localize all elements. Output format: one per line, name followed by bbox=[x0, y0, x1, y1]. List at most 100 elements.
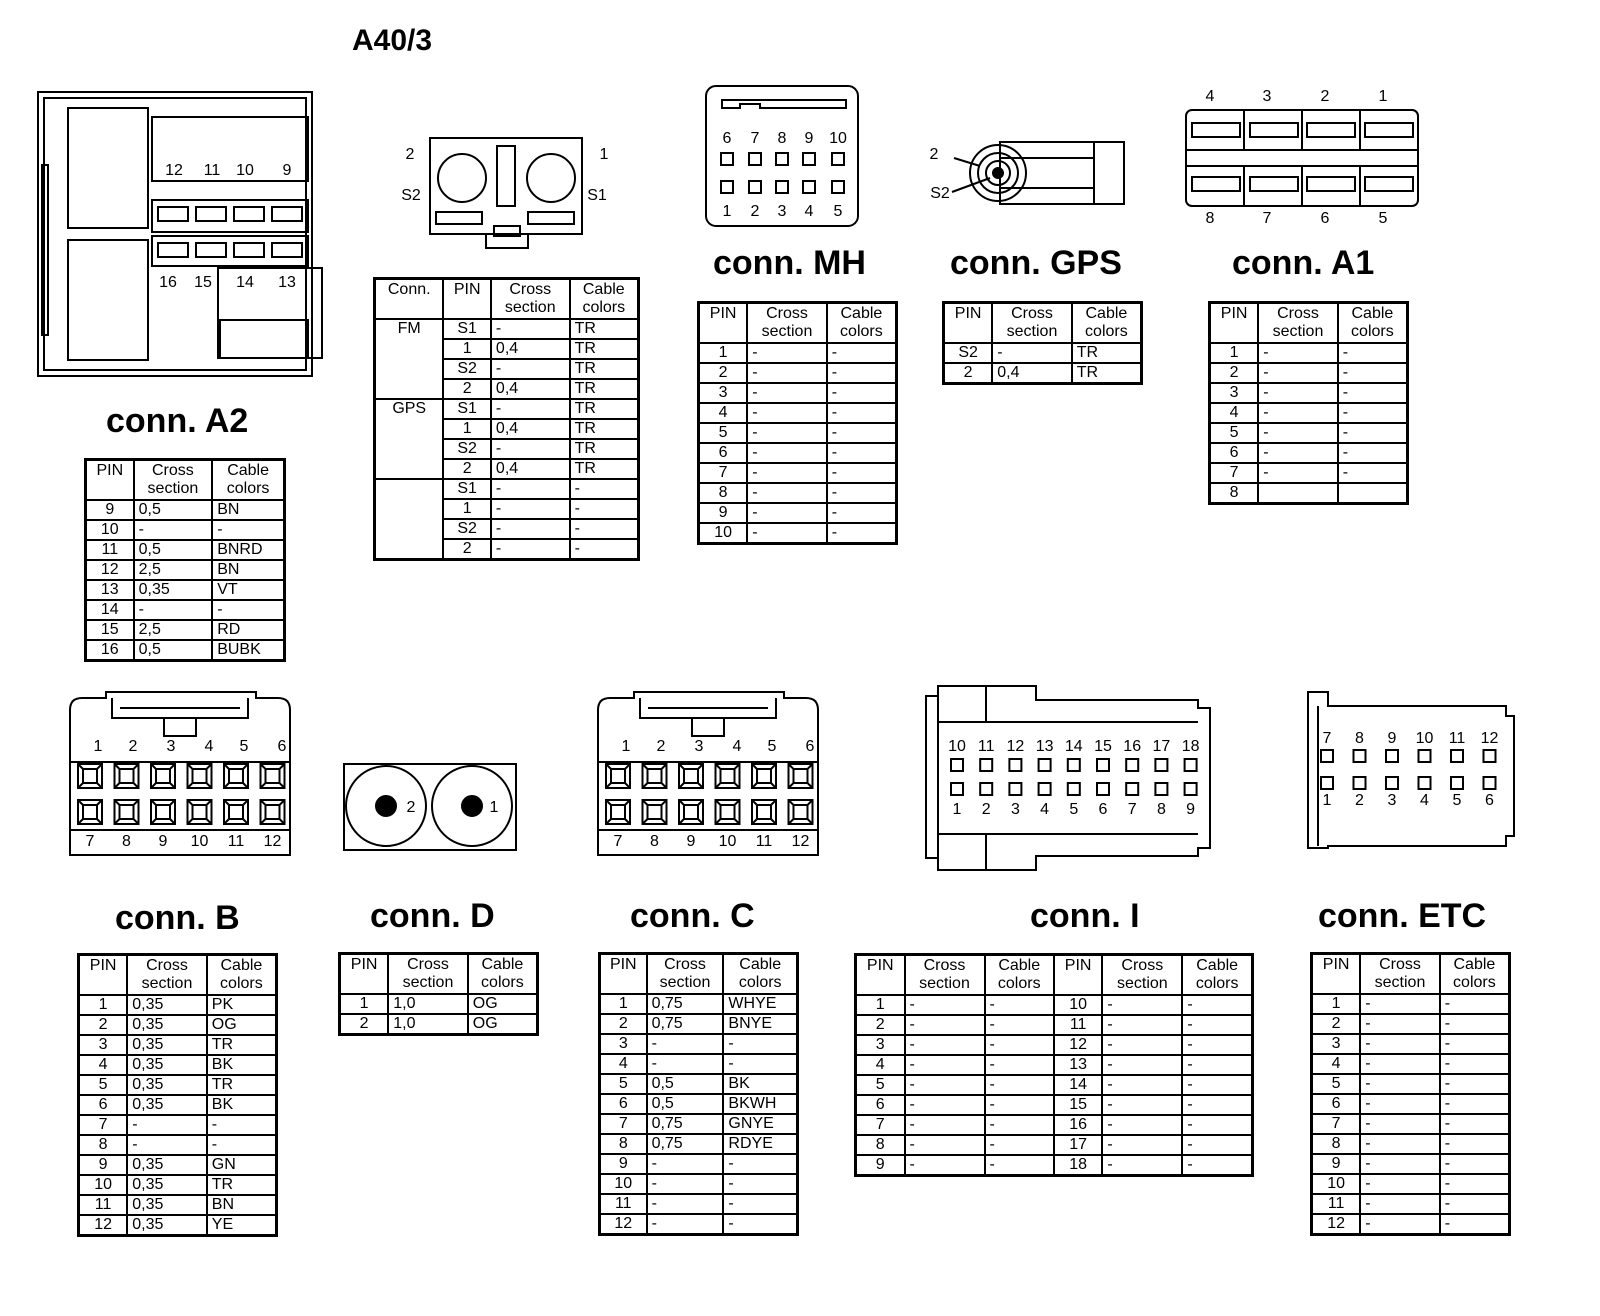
pin-slot bbox=[1482, 749, 1497, 763]
pin-slot bbox=[1037, 782, 1052, 796]
table-row: 7-- bbox=[1310, 1113, 1510, 1134]
pin-cell: 7 bbox=[1310, 1113, 1361, 1134]
cross-section-cell: - bbox=[1359, 1153, 1440, 1174]
pin-cell: 6 bbox=[1208, 442, 1259, 463]
connector-etc-drawing bbox=[1307, 691, 1515, 849]
cable-color-cell: - bbox=[983, 994, 1054, 1015]
cross-section-cell: - bbox=[489, 438, 570, 459]
cross-section-cell: 0,75 bbox=[645, 1113, 724, 1134]
pin-cell: 7 bbox=[598, 1113, 647, 1134]
title-b: conn. B bbox=[115, 899, 240, 937]
pin-slot bbox=[1352, 749, 1367, 763]
pin-number: 11 bbox=[977, 738, 995, 755]
cross-section-cell: - bbox=[1101, 1074, 1183, 1095]
pin-number: 1 bbox=[621, 738, 631, 755]
pin-slot bbox=[714, 763, 741, 789]
pin-slot bbox=[1364, 176, 1414, 192]
pin-number: 11 bbox=[1448, 730, 1466, 747]
pin-cell: 1 bbox=[77, 994, 128, 1015]
table-row: 8-- bbox=[1310, 1133, 1510, 1154]
pin-cell: 3 bbox=[854, 1034, 905, 1055]
pin-slot bbox=[646, 768, 663, 784]
cable-color-cell: - bbox=[1336, 422, 1408, 443]
pin-slot bbox=[77, 763, 103, 789]
pin-cell: 13 bbox=[84, 579, 134, 600]
table-row: 5-- bbox=[1310, 1073, 1510, 1094]
cable-color-cell: TR bbox=[205, 1034, 277, 1055]
pin-number: 9 bbox=[804, 130, 814, 147]
table-row: 7-- bbox=[697, 462, 897, 483]
pin-slot bbox=[683, 804, 699, 820]
table-row: 2-- bbox=[697, 362, 897, 383]
cross-section-cell: - bbox=[746, 482, 827, 503]
pin-slot bbox=[610, 768, 626, 784]
header-pin: PIN bbox=[854, 953, 906, 996]
pin-slot bbox=[223, 763, 249, 789]
table-row: 1-- bbox=[1310, 993, 1510, 1014]
cable-color-cell: TR bbox=[205, 1074, 277, 1095]
cross-section-cell: 0,75 bbox=[645, 1013, 724, 1034]
pin-cell: 3 bbox=[697, 382, 748, 403]
pin-cell: 12 bbox=[1310, 1213, 1361, 1235]
pin-cell: 2 bbox=[77, 1014, 128, 1035]
cable-color-cell: - bbox=[211, 519, 285, 540]
pin-number: 5 bbox=[1378, 210, 1388, 227]
pin-slot bbox=[792, 768, 809, 784]
table-row: 4--13-- bbox=[854, 1054, 1253, 1075]
pin-cell: 2 bbox=[338, 1013, 389, 1035]
pin-slot bbox=[150, 763, 176, 789]
pin-number: 8 bbox=[122, 833, 131, 850]
pin-number: 6 bbox=[722, 130, 732, 147]
pin-slot bbox=[155, 768, 171, 784]
table-row: 5-- bbox=[697, 422, 897, 443]
cross-section-cell: - bbox=[746, 502, 827, 523]
cable-color-cell: - bbox=[1336, 362, 1408, 383]
header-pin: PIN bbox=[338, 952, 390, 995]
cross-section-cell: 0,4 bbox=[489, 458, 570, 479]
pin-slot bbox=[1066, 758, 1081, 772]
pin-label: 1 bbox=[599, 146, 609, 163]
pin-cell: 1 bbox=[1310, 993, 1361, 1014]
cable-color-cell: - bbox=[825, 362, 897, 383]
pin-cell: 12 bbox=[84, 559, 134, 580]
pin-slot bbox=[748, 180, 762, 194]
pin-cell: 4 bbox=[77, 1054, 128, 1075]
pin-number: 5 bbox=[239, 738, 249, 755]
pin-slot bbox=[1183, 758, 1198, 772]
pin-number: 1 bbox=[1378, 88, 1388, 105]
pin-number: 9 bbox=[282, 162, 292, 179]
cross-section-cell: - bbox=[1359, 1013, 1440, 1034]
pin-number: 6 bbox=[277, 738, 287, 755]
cross-section-cell: - bbox=[1101, 1054, 1183, 1075]
cross-section-cell: - bbox=[903, 994, 985, 1015]
table-row: 4-- bbox=[1310, 1053, 1510, 1074]
conn-group-cell: FM bbox=[373, 318, 444, 399]
pin-slot bbox=[1364, 122, 1414, 138]
cross-section-cell: - bbox=[1359, 1093, 1440, 1114]
cross-section-cell: - bbox=[645, 1153, 724, 1174]
table-row: 8-- bbox=[697, 482, 897, 503]
pin-slot bbox=[113, 763, 140, 789]
cable-color-cell: - bbox=[1336, 342, 1408, 363]
cable-color-cell: TR bbox=[568, 438, 639, 459]
cable-color-cell: TR bbox=[568, 338, 639, 359]
cable-color-cell: - bbox=[1181, 1134, 1253, 1155]
table-row: 4-- bbox=[1208, 402, 1408, 423]
cross-section-cell: - bbox=[489, 538, 570, 560]
pin-number: 12 bbox=[1480, 730, 1499, 747]
pin-number: 5 bbox=[833, 203, 843, 220]
pin-number: 3 bbox=[777, 203, 787, 220]
table-row: 10-- bbox=[697, 522, 897, 544]
cross-section-cell: 0,35 bbox=[126, 1174, 207, 1195]
pin-cell: S2 bbox=[442, 358, 491, 379]
header-pin: PIN bbox=[1052, 953, 1104, 996]
pin-number: 17 bbox=[1152, 738, 1171, 755]
